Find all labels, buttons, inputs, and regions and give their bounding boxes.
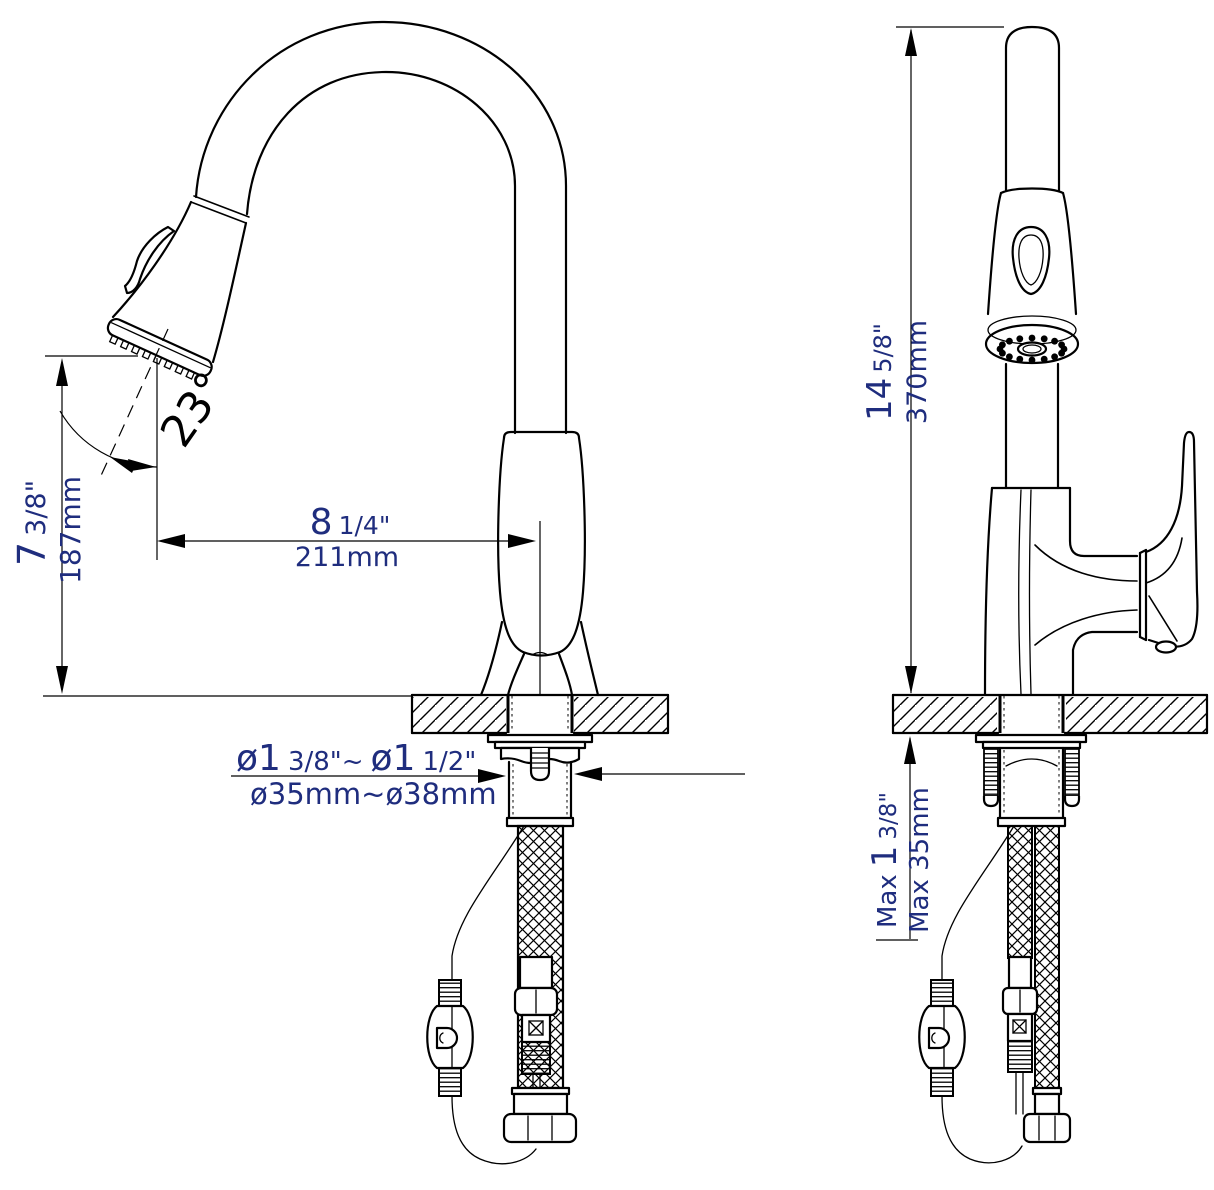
handle-lever <box>1138 430 1199 654</box>
side-view: 73/8" 187mm 23° 81/4" 211mm ø13/8"~ø11 <box>10 20 745 1165</box>
faucet-body-front <box>983 362 1139 696</box>
deck-thickness-label-mm: Max 35mm <box>905 787 935 933</box>
spray-trigger <box>123 225 176 295</box>
dimension-overall-height: 145/8" 370mm <box>860 26 1004 694</box>
hose-weight-front <box>918 979 966 1097</box>
faucet-body <box>479 430 600 697</box>
spray-mode-button <box>1011 225 1051 296</box>
gooseneck-spout <box>190 20 568 435</box>
hose-end-nut-front <box>1022 1112 1072 1144</box>
spout-tube-front <box>999 25 1065 195</box>
mounting-bolt-right <box>1064 747 1080 797</box>
dimension-deck-thickness: Max13/8" Max 35mm <box>865 736 935 941</box>
spout-reach-label-mm: 211mm <box>295 542 399 573</box>
overall-height-label-in: 145/8" <box>860 323 900 421</box>
countertop-front <box>891 693 1209 735</box>
overall-height-label-mm: 370mm <box>902 320 933 424</box>
countertop-side <box>43 693 670 735</box>
hose-end-nut <box>502 1112 578 1144</box>
pulldown-hose-front <box>941 825 1023 1164</box>
dimension-spout-height: 73/8" 187mm <box>10 355 138 694</box>
mounting-bolt-left <box>983 747 999 797</box>
spout-height-label-mm: 187mm <box>54 476 87 584</box>
supply-hoses-front <box>1001 825 1072 1144</box>
mounting-stud <box>529 748 551 782</box>
front-view: 145/8" 370mm Max13/8" Max 35mm <box>860 25 1209 1164</box>
pulldown-hose-side <box>451 825 537 1165</box>
mounting-hardware-front <box>974 733 1088 828</box>
deck-thickness-label-in: Max13/8" <box>865 792 905 928</box>
hole-size-label-mm: ø35mm~ø38mm <box>250 777 497 811</box>
supply-hoses-side <box>502 824 578 1144</box>
spray-head-front <box>984 191 1080 365</box>
hose-weight-side <box>426 979 474 1097</box>
spout-height-label-in: 73/8" <box>10 480 54 566</box>
spray-nozzles <box>108 334 196 380</box>
mounting-hardware-side <box>486 733 594 828</box>
spray-nozzle-dots <box>996 334 1068 364</box>
